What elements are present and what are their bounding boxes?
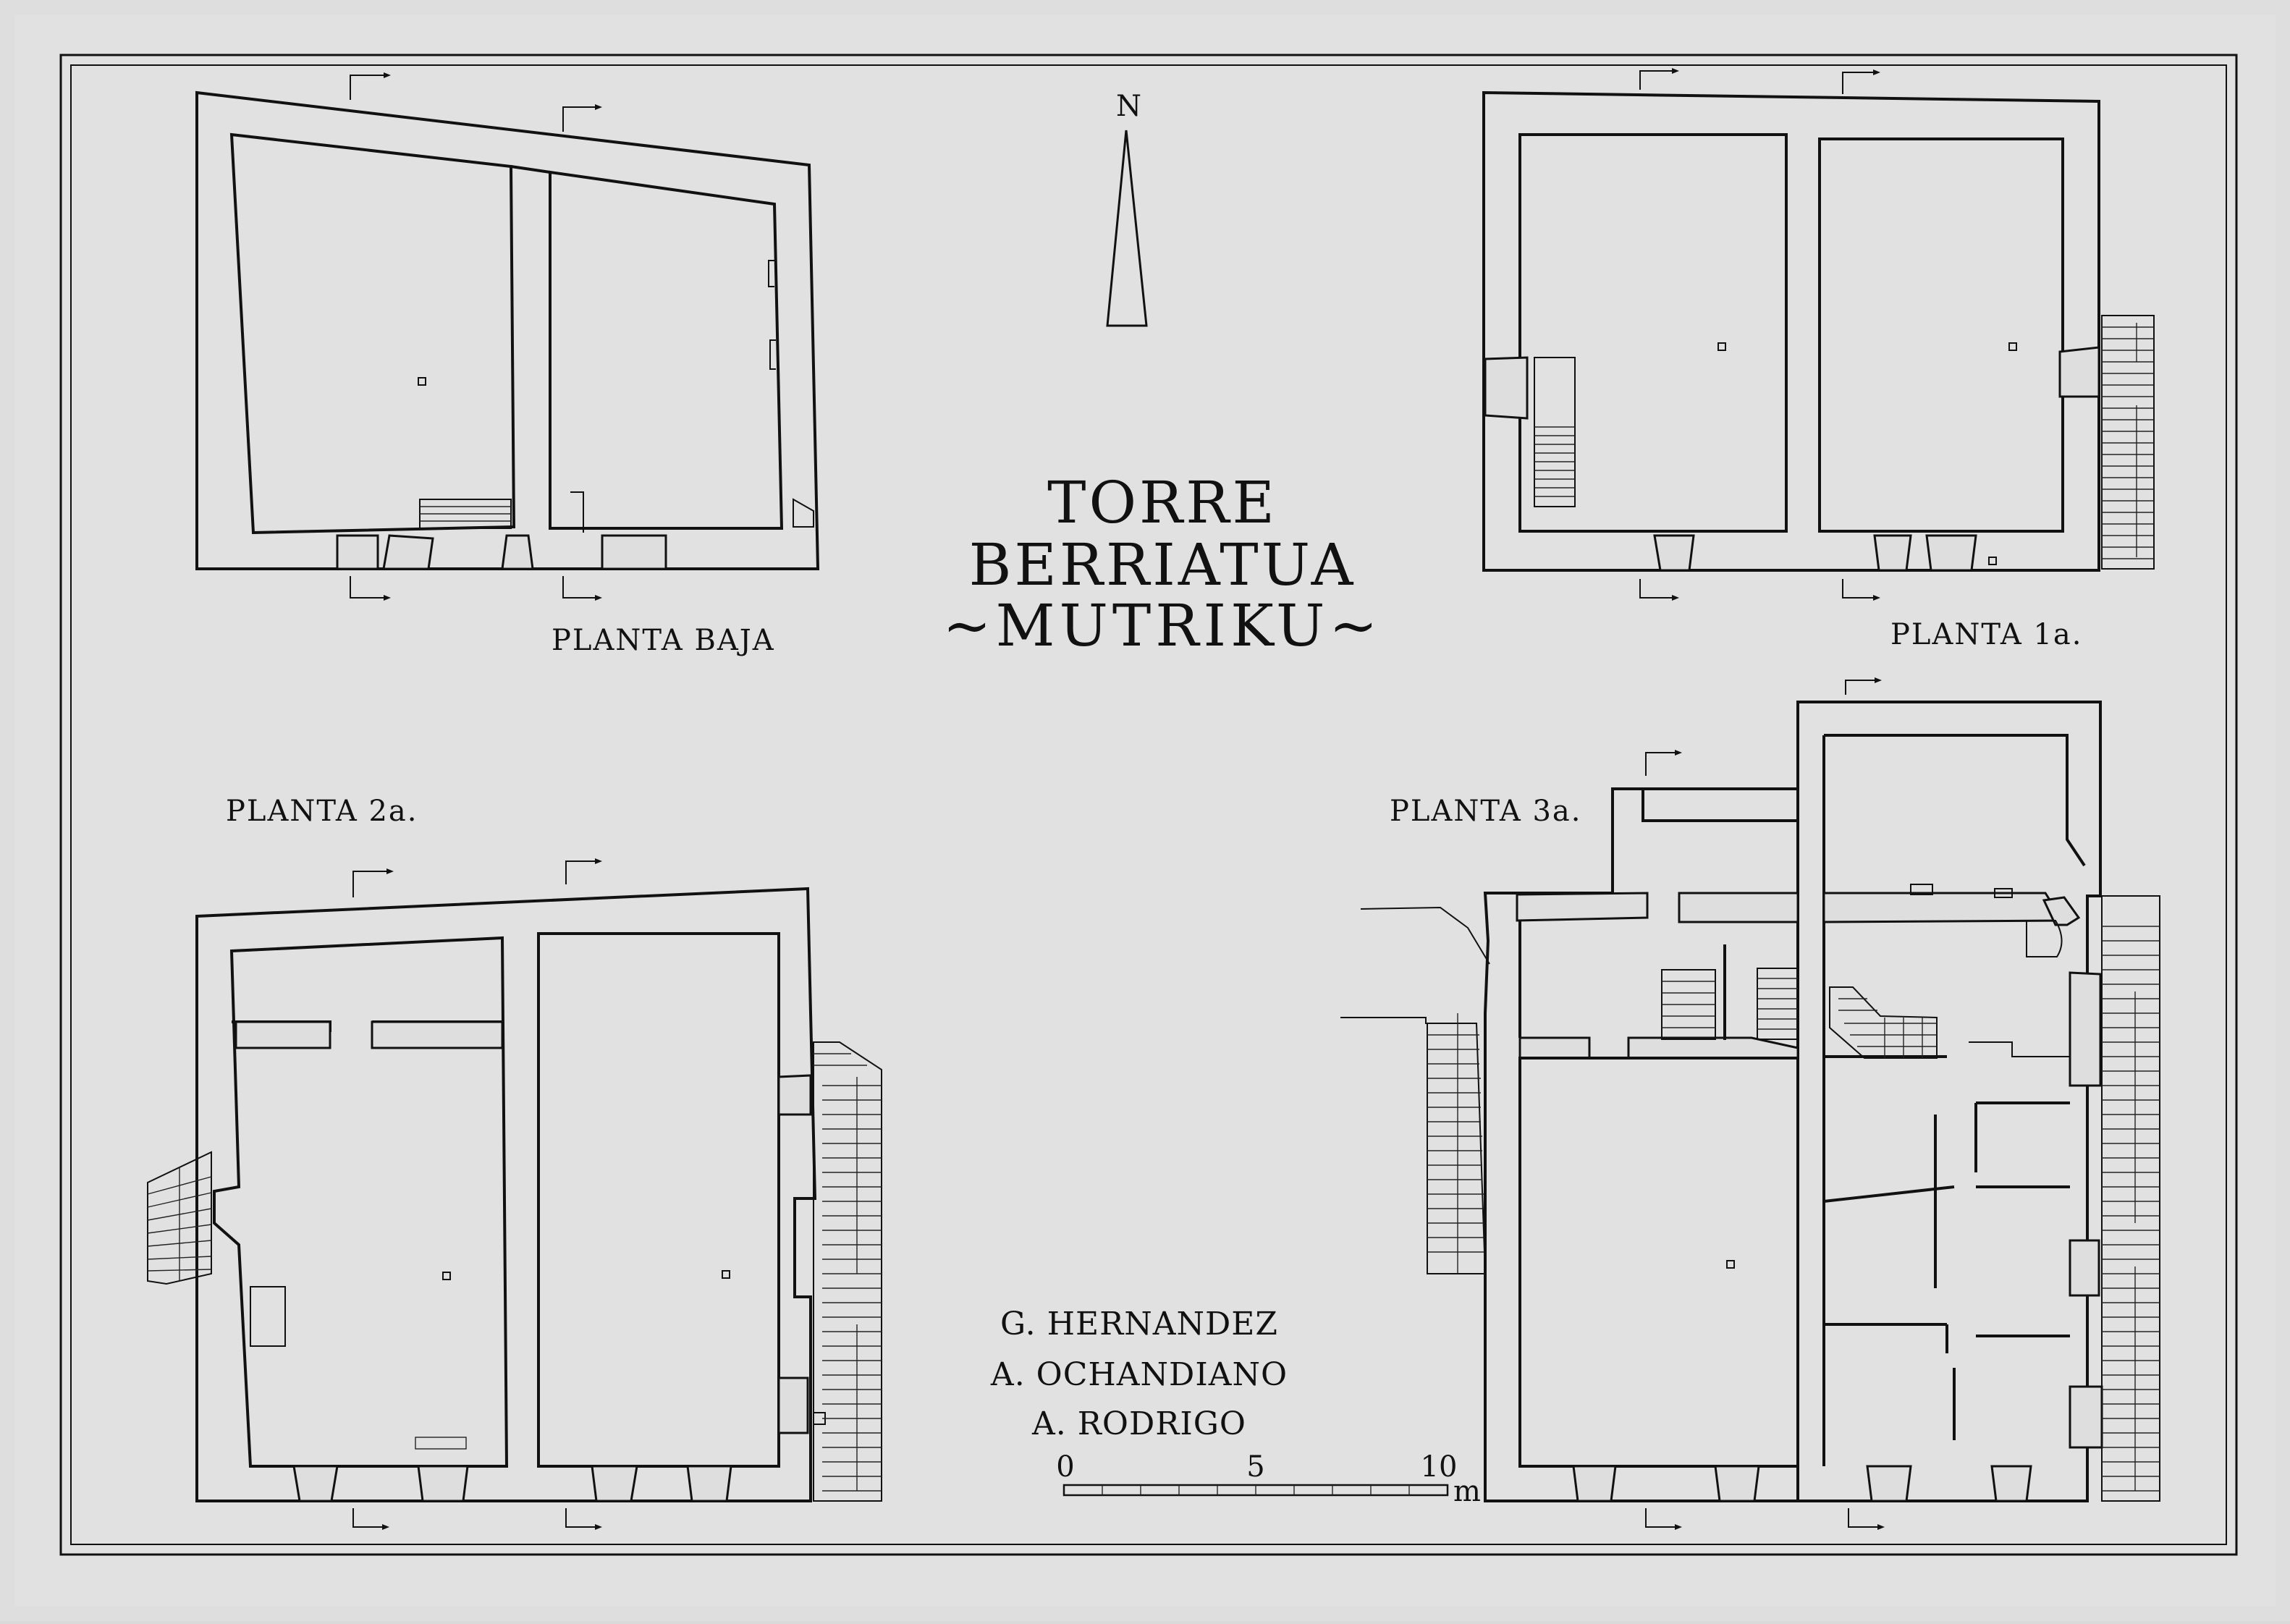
- north-arrow: N: [1106, 90, 1148, 327]
- author-2: A. OCHANDIANO: [990, 1356, 1288, 1393]
- plan-title-ground: PLANTA BAJA: [552, 624, 775, 657]
- title-line-2: BERRIATUA: [969, 531, 1356, 599]
- section-markers-third: [1645, 677, 1885, 1530]
- author-1: G. HERNANDEZ: [1000, 1306, 1278, 1342]
- plan-first-floor: [1482, 90, 2155, 572]
- plan-title-second: PLANTA 2a.: [226, 795, 418, 828]
- scale-label-10: 10: [1421, 1450, 1458, 1484]
- north-label: N: [1116, 90, 1141, 123]
- paper: [14, 14, 2276, 1607]
- plan-title-third: PLANTA 3a.: [1390, 795, 1581, 828]
- plan-second-floor: [147, 887, 882, 1502]
- inner-frame: [70, 64, 2227, 1545]
- scale-label-0: 0: [1056, 1450, 1074, 1484]
- authors-block: G. HERNANDEZ A. OCHANDIANO A. RODRIGO: [990, 1306, 1288, 1442]
- section-markers-second: [352, 858, 602, 1530]
- title-line-1: TORRE: [1047, 469, 1277, 536]
- scale-unit: m: [1453, 1475, 1481, 1508]
- scale-bar: 0 5 10 m: [1056, 1450, 1481, 1508]
- section-markers-ground: [350, 72, 602, 601]
- drawing-title: TORRE BERRIATUA ~MUTRIKU~: [943, 469, 1382, 659]
- scale-label-5: 5: [1246, 1450, 1264, 1484]
- section-markers-first: [1639, 68, 1880, 601]
- outer-frame: [59, 54, 2238, 1556]
- author-3: A. RODRIGO: [1031, 1405, 1246, 1442]
- plan-title-first: PLANTA 1a.: [1890, 618, 2082, 651]
- plan-ground-floor: [195, 90, 820, 570]
- north-arrow-icon: [1106, 130, 1148, 327]
- plan-third-floor: [1340, 701, 2160, 1502]
- title-line-3: ~MUTRIKU~: [943, 592, 1382, 659]
